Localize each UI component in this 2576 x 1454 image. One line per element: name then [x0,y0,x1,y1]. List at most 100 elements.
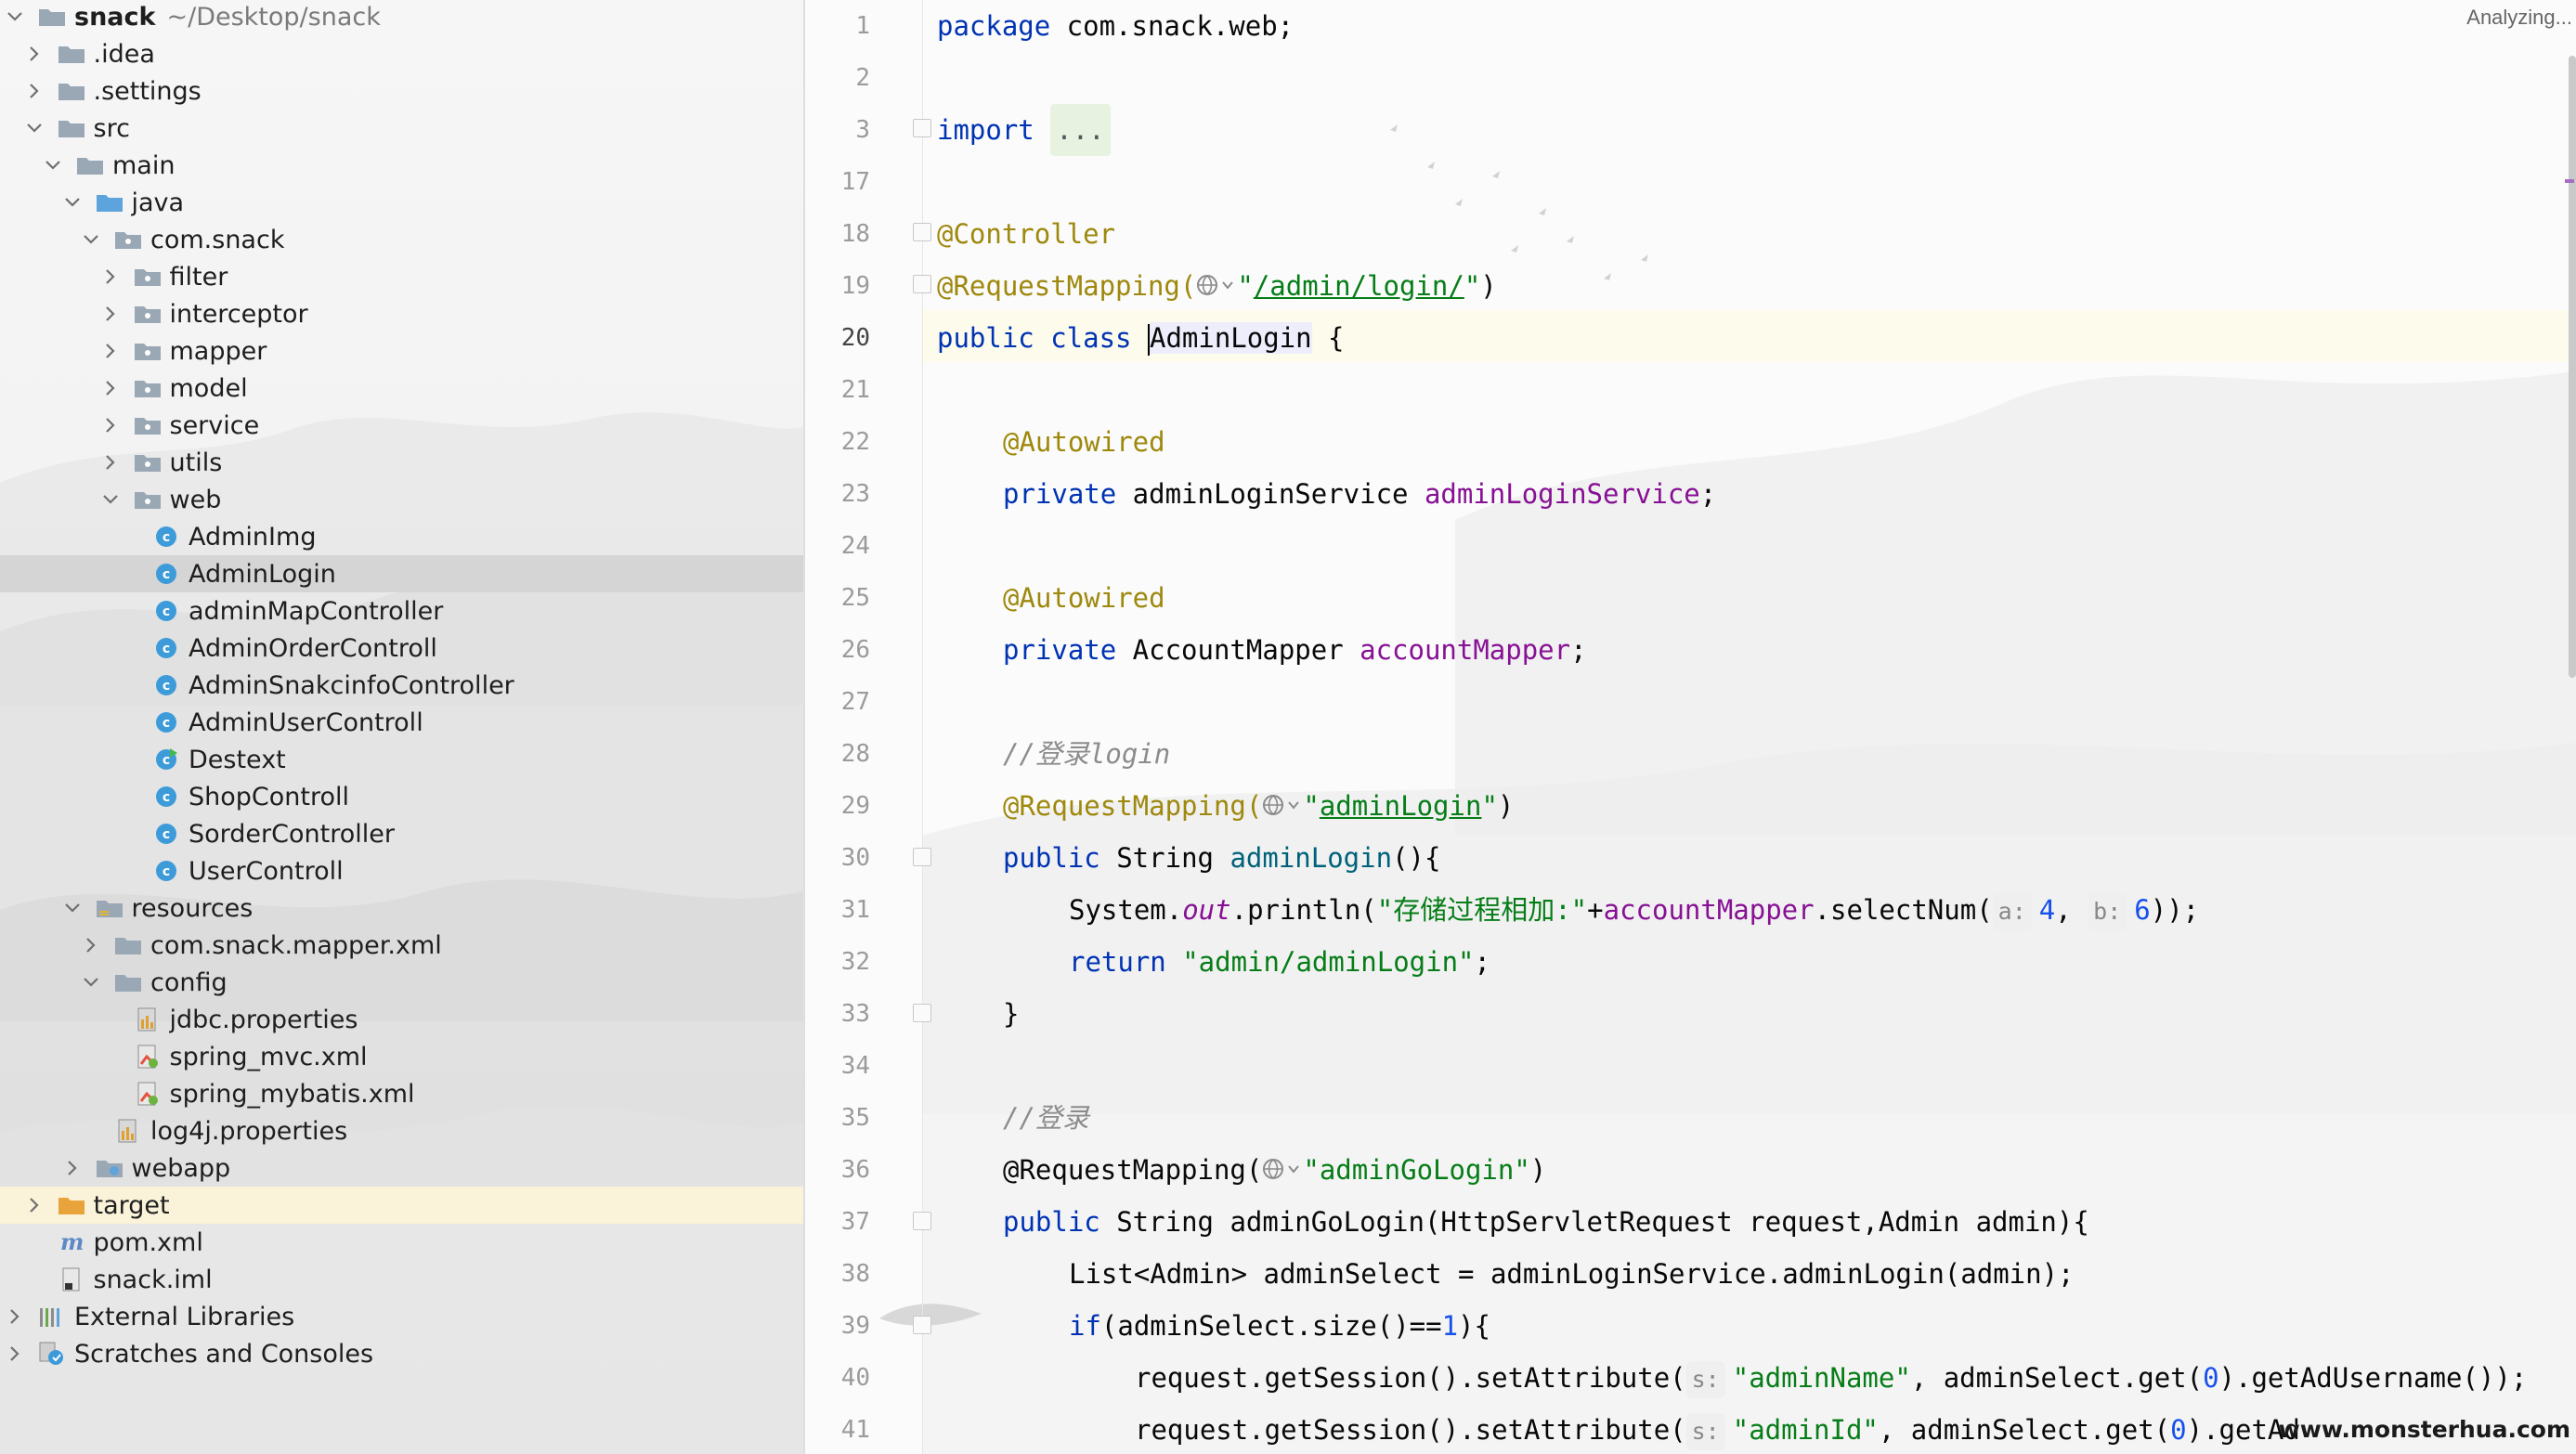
line-number[interactable]: 3 [855,116,870,144]
fold-marker[interactable] [913,1212,931,1230]
line-number[interactable]: 24 [840,532,870,560]
tree-row-scratches-and-consoles[interactable]: Scratches and Consoles [0,1335,803,1372]
chevron-right-icon[interactable] [25,1196,44,1214]
fold-marker[interactable] [913,848,931,866]
code-line-38[interactable]: List<Admin> adminSelect = adminLoginServ… [1069,1248,2075,1300]
code-line-22[interactable]: @Autowired [1003,416,1165,468]
line-number[interactable]: 18 [840,220,870,248]
tree-row-snack[interactable]: snack~/Desktop/snack [0,0,803,35]
chevron-right-icon[interactable] [25,45,44,63]
line-number[interactable]: 35 [840,1104,870,1132]
fold-marker[interactable] [913,1004,931,1022]
chevron-down-icon[interactable] [82,230,100,249]
tree-row-config[interactable]: config [0,964,803,1001]
chevron-right-icon[interactable] [101,416,120,435]
tree-row-src[interactable]: src [0,110,803,147]
code-line-29[interactable]: @RequestMapping("adminLogin") [1003,780,1514,832]
code-line-18[interactable]: @Controller [937,208,1115,260]
code-line-19[interactable]: @RequestMapping("/admin/login/") [937,260,1497,312]
line-number[interactable]: 17 [840,168,870,196]
tree-row-target[interactable]: target [0,1187,803,1224]
line-number[interactable]: 38 [840,1260,870,1288]
chevron-right-icon[interactable] [6,1344,24,1363]
line-number[interactable]: 33 [840,1000,870,1028]
chevron-right-icon[interactable] [101,379,120,397]
tree-row-interceptor[interactable]: interceptor [0,295,803,332]
line-number[interactable]: 36 [840,1156,870,1184]
code-line-23[interactable]: private adminLoginService adminLoginServ… [1003,468,1716,520]
line-number[interactable]: 23 [840,480,870,508]
tree-row-webapp[interactable]: webapp [0,1149,803,1187]
chevron-right-icon[interactable] [101,453,120,472]
fold-marker[interactable] [913,119,931,137]
line-number[interactable]: 1 [855,12,870,40]
tree-row-log4j-properties[interactable]: log4j.properties [0,1112,803,1149]
line-number[interactable]: 29 [840,792,870,820]
code-line-35[interactable]: //登录 [1003,1092,1089,1144]
tree-row-jdbc-properties[interactable]: jdbc.properties [0,1001,803,1038]
tree-row-com-snack-mapper-xml[interactable]: com.snack.mapper.xml [0,927,803,964]
code-line-40[interactable]: request.getSession().setAttribute(s:"adm… [1135,1352,2527,1404]
tree-row-model[interactable]: model [0,370,803,407]
line-number[interactable]: 30 [840,844,870,872]
code-line-37[interactable]: public String adminGoLogin(HttpServletRe… [1003,1196,2089,1248]
code-line-3[interactable]: import ... [937,104,1111,156]
chevron-right-icon[interactable] [101,267,120,286]
line-number[interactable]: 22 [840,428,870,456]
line-number[interactable]: 21 [840,376,870,404]
tree-row-spring-mvc-xml[interactable]: spring_mvc.xml [0,1038,803,1075]
line-number[interactable]: 31 [840,896,870,924]
folded-imports[interactable]: ... [1050,104,1111,156]
code-line-36[interactable]: @RequestMapping("adminGoLogin") [1003,1144,1546,1196]
code-line-32[interactable]: return "admin/adminLogin"; [1069,936,1490,988]
tree-row-main[interactable]: main [0,147,803,184]
vertical-scrollbar[interactable] [2569,56,2576,678]
tree-row-spring-mybatis-xml[interactable]: spring_mybatis.xml [0,1075,803,1112]
globe-icon[interactable] [1262,782,1303,834]
chevron-down-icon[interactable] [82,973,100,992]
line-number[interactable]: 39 [840,1312,870,1340]
chevron-right-icon[interactable] [101,342,120,360]
line-number[interactable]: 2 [855,64,870,92]
code-line-39[interactable]: if(adminSelect.size()==1){ [1069,1300,1490,1352]
code-line-41[interactable]: request.getSession().setAttribute(s:"adm… [1135,1404,2300,1454]
chevron-down-icon[interactable] [63,193,82,212]
tree-row-mapper[interactable]: mapper [0,332,803,370]
tree-row-snack-iml[interactable]: snack.iml [0,1261,803,1298]
line-number[interactable]: 25 [840,584,870,612]
globe-icon[interactable] [1262,1146,1303,1198]
tree-row-java[interactable]: java [0,184,803,221]
line-number[interactable]: 32 [840,948,870,976]
code-line-1[interactable]: package com.snack.web; [937,0,1294,52]
code-line-33[interactable]: } [1003,988,1019,1040]
tree-row-web[interactable]: web [0,481,803,518]
chevron-down-icon[interactable] [44,156,62,175]
chevron-right-icon[interactable] [6,1307,24,1326]
line-number[interactable]: 34 [840,1052,870,1080]
fold-marker[interactable] [913,1316,931,1334]
tree-row-resources[interactable]: resources [0,889,803,927]
code-line-26[interactable]: private AccountMapper accountMapper; [1003,624,1587,676]
chevron-right-icon[interactable] [101,305,120,323]
code-line-30[interactable]: public String adminLogin(){ [1003,832,1440,884]
tree-row-com-snack[interactable]: com.snack [0,221,803,258]
line-number[interactable]: 41 [840,1416,870,1444]
chevron-down-icon[interactable] [6,7,24,26]
tree-row-external-libraries[interactable]: External Libraries [0,1298,803,1335]
chevron-down-icon[interactable] [101,490,120,509]
code-line-25[interactable]: @Autowired [1003,572,1165,624]
url-link[interactable]: adminLogin [1319,790,1482,822]
chevron-down-icon[interactable] [63,899,82,917]
tree-row-utils[interactable]: utils [0,444,803,481]
line-number[interactable]: 26 [840,636,870,664]
